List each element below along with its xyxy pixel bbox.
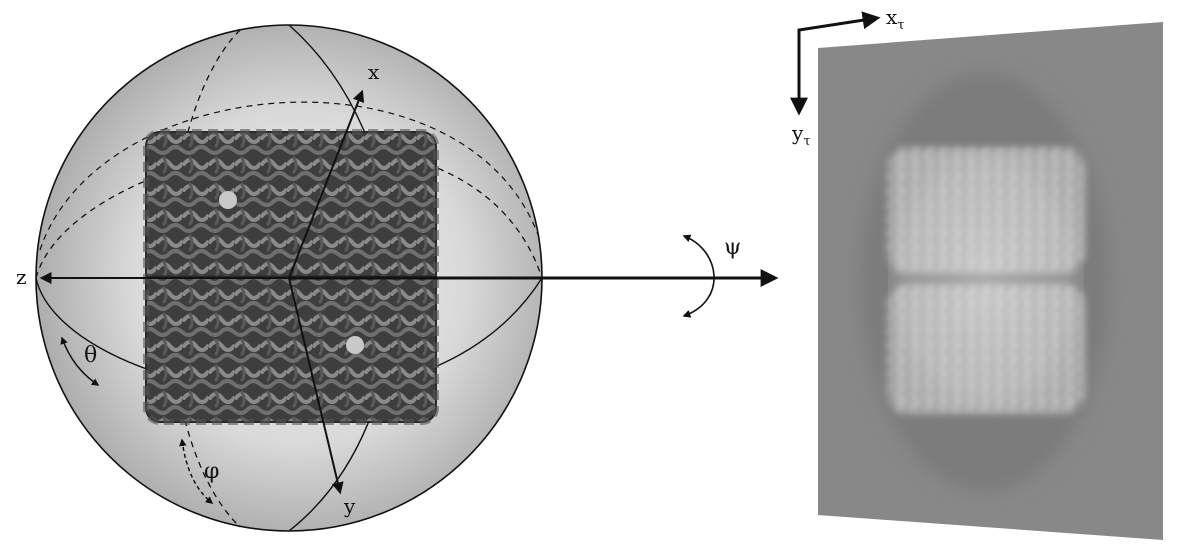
x-tau-axis: [797, 11, 881, 36]
projection-axes: xτ yτ: [790, 5, 904, 149]
psi-label: ψ: [724, 235, 741, 260]
phi-arc: [179, 438, 214, 504]
x-axis: [288, 89, 365, 279]
psi-arc: [682, 234, 715, 318]
projection-image: [818, 22, 1163, 540]
x-axis-label: x: [368, 60, 380, 84]
z-axis-label: z: [16, 265, 27, 289]
tilted-circle-back: [39, 101, 541, 251]
theta-label: θ: [84, 343, 97, 368]
sphere-axes: [39, 89, 779, 495]
phi-label: φ: [204, 459, 219, 484]
y-tau-label: yτ: [791, 121, 811, 149]
y-axis-label: y: [343, 494, 356, 518]
x-tau-label: xτ: [886, 5, 904, 33]
angle-arcs: [60, 234, 715, 504]
y-axis: [288, 277, 344, 495]
theta-arc: [60, 336, 100, 386]
